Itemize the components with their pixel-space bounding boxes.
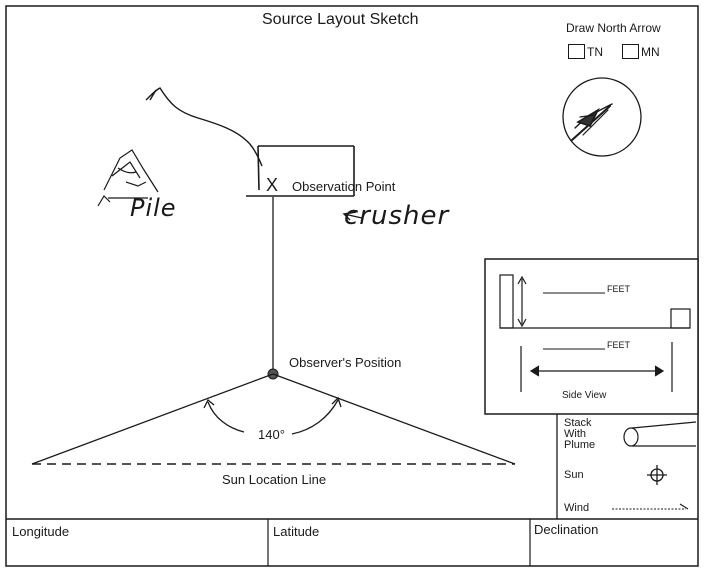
magnetic-north-checkbox[interactable] (622, 44, 639, 59)
stack-plume-ellipse (623, 427, 639, 447)
handwritten-crusher-label: crusher (344, 201, 450, 231)
curve-tick (149, 89, 157, 101)
true-north-checkbox[interactable] (568, 44, 585, 59)
sun-angle-right (272, 373, 516, 465)
side-view-building (670, 308, 691, 329)
stack-plume-icon (631, 421, 697, 447)
sun-label: Sun (564, 469, 584, 481)
side-view-caption: Side View (562, 390, 607, 401)
sun-crosshair-icon (647, 465, 667, 485)
angle-arrow-left (203, 398, 215, 409)
angle-label: 140° (258, 427, 285, 442)
north-arrow-title: Draw North Arrow (566, 21, 661, 35)
observer-position-label: Observer's Position (289, 355, 402, 370)
stack-with-plume-label: Stack With Plume (564, 417, 596, 451)
observation-point-mark: X (266, 175, 279, 195)
form-title: Source Layout Sketch (262, 11, 419, 28)
sun-location-label: Sun Location Line (222, 472, 327, 487)
stack-height-feet-label: FEET (607, 284, 631, 294)
angle-arrow-right (331, 396, 342, 408)
magnetic-north-label: MN (641, 45, 660, 59)
pile-sketch (97, 149, 159, 207)
stack-height-arrowheads (517, 275, 527, 328)
distance-feet-label: FEET (607, 340, 631, 350)
sun-angle-left (31, 373, 274, 465)
hand-drawn-curve (145, 87, 263, 167)
distance-arrowheads (529, 365, 665, 377)
crusher-arrow (342, 211, 363, 221)
observation-point-label: Observation Point (292, 179, 396, 194)
crusher-outline (246, 145, 355, 197)
hand-drawn-north-arrow (571, 103, 613, 141)
angle-arc (207, 401, 245, 433)
latitude-field-label: Latitude (273, 524, 320, 539)
north-arrow-circle (562, 77, 642, 157)
angle-arc-right (291, 399, 339, 435)
handwritten-pile-label: Pile (130, 194, 177, 222)
declination-field-label: Declination (534, 522, 599, 537)
longitude-field-label: Longitude (12, 524, 70, 539)
true-north-label: TN (587, 45, 603, 59)
wind-arrow-icon (612, 503, 689, 510)
wind-label: Wind (564, 502, 590, 514)
